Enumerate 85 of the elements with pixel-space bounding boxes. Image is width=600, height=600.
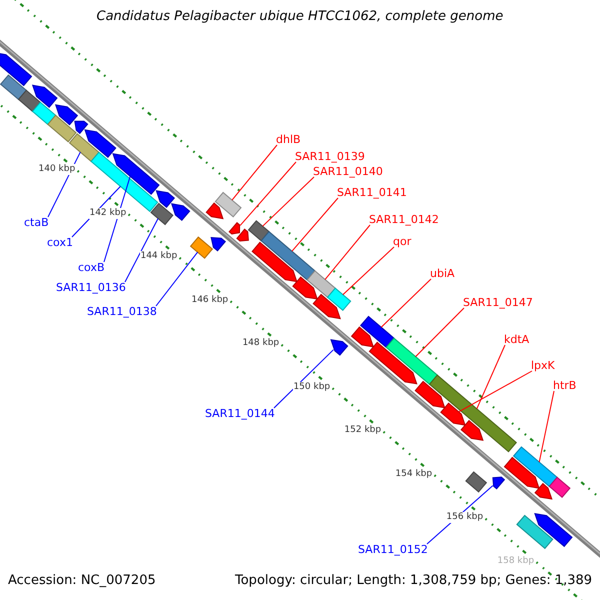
gene-feature: [534, 512, 573, 548]
gene-block: [150, 202, 174, 226]
gene-label: cox1: [47, 236, 73, 249]
scale-label: 154 kbp: [395, 468, 432, 480]
gene-label: SAR11_0152: [358, 543, 428, 556]
gene-block: [18, 90, 41, 112]
gene-block: [360, 316, 395, 348]
gene-block: [47, 114, 77, 142]
gene-label: ctaB: [24, 216, 49, 229]
gene-feature: [252, 242, 298, 282]
gene-feature: [112, 153, 160, 195]
gene-block: [516, 514, 554, 550]
footer-text: Accession: NC_007205: [8, 574, 156, 587]
gene-label: htrB: [553, 379, 576, 392]
scale-label: 140 kbp: [38, 164, 76, 176]
gene-feature: [460, 420, 484, 441]
gene-block: [190, 236, 214, 259]
leader-line: [291, 198, 338, 252]
gene-label: SAR11_0142: [369, 213, 439, 226]
gene-feature: [330, 339, 348, 356]
scale-label: 146 kbp: [191, 294, 228, 306]
leader-line: [262, 176, 314, 227]
gene-block: [326, 288, 352, 311]
leader-line: [124, 218, 159, 282]
gene-label: kdtA: [504, 333, 530, 346]
leader-line: [538, 390, 554, 463]
scale-label: 156 kbp: [446, 512, 484, 524]
gene-block: [68, 133, 100, 162]
gene-feature: [32, 84, 58, 108]
leader-line: [240, 162, 296, 226]
gene-feature: [84, 129, 116, 158]
gene-label: qor: [393, 235, 412, 248]
gene-block: [465, 471, 488, 493]
gene-label: SAR11_0140: [313, 165, 383, 178]
gene-label: coxB: [78, 261, 104, 274]
gene-feature: [292, 276, 318, 300]
gene-feature: [228, 222, 240, 235]
leader-line: [104, 176, 131, 262]
leader-line: [476, 344, 506, 410]
scale-label: 144 kbp: [140, 251, 178, 262]
gene-block: [0, 74, 27, 100]
scale-label: 158 kbp: [497, 556, 534, 567]
leader-line: [324, 224, 370, 280]
gene-block: [260, 230, 316, 281]
gene-feature: [0, 52, 32, 86]
gene-label: lpxK: [531, 359, 555, 372]
gene-feature: [312, 294, 341, 320]
gene-feature: [492, 476, 506, 490]
gene-block: [548, 476, 571, 498]
footer-text: Topology: circular; Length: 1,308,759 bp; Genes: 1,389: [235, 574, 592, 587]
gene-feature: [54, 104, 78, 126]
gene-feature: [368, 342, 418, 384]
gene-label: SAR11_0136: [56, 281, 126, 294]
gene-block: [386, 338, 438, 385]
leader-line: [458, 370, 532, 412]
gene-feature: [414, 380, 446, 408]
gene-label: ubiA: [430, 267, 455, 280]
gene-block: [32, 102, 56, 126]
gene-block: [214, 192, 242, 218]
scale-label: 152 kbp: [344, 425, 382, 436]
gene-block: [512, 446, 558, 488]
gene-label: SAR11_0144: [205, 407, 275, 420]
gene-label: dhlB: [276, 133, 301, 146]
gene-block: [428, 374, 517, 452]
scale-label: 150 kbp: [293, 382, 330, 393]
gene-label: SAR11_0138: [87, 305, 157, 318]
gene-feature: [440, 402, 466, 426]
title: Candidatus Pelagibacter ubique HTCC1062, complete genome: [96, 10, 504, 23]
leader-line: [274, 349, 334, 408]
scale-label: 148 kbp: [242, 338, 280, 350]
scale-label: 142 kbp: [89, 208, 126, 219]
leader-line: [415, 308, 464, 358]
leader-line: [380, 278, 432, 328]
gene-feature: [210, 236, 226, 252]
gene-label: SAR11_0141: [337, 186, 407, 199]
gene-label: SAR11_0139: [295, 150, 365, 163]
leader-line: [156, 252, 198, 306]
gene-block: [306, 270, 336, 298]
gene-feature: [350, 326, 374, 348]
gene-feature: [206, 202, 224, 220]
gene-feature: [170, 203, 190, 221]
gene-feature: [504, 456, 540, 489]
gene-feature: [156, 190, 175, 208]
gene-feature: [534, 482, 553, 500]
gene-label: SAR11_0147: [463, 296, 533, 309]
